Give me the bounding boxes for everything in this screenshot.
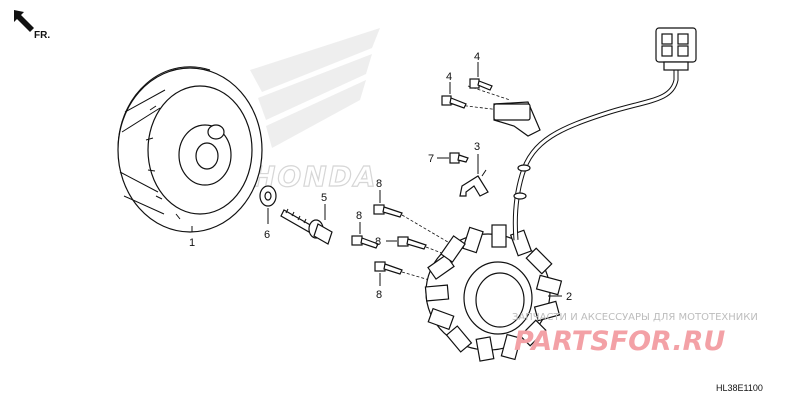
watermark-site-logo: PARTSFOR.RU [514,326,725,357]
washer [259,185,277,207]
stator-bolt-d [374,261,403,275]
stator-bolt-a [373,204,403,218]
bolt-lower [441,95,467,109]
wire-bracket [459,169,489,197]
honda-wing-watermark [250,28,380,148]
watermark-caption: ЗАПЧАСТИ И АКСЕССУАРЫ ДЛЯ МОТОТЕХНИКИ [512,312,758,323]
wiring-harness [512,64,679,241]
stator-bolt-b [351,235,379,249]
flange-bolt [280,208,333,245]
front-direction-label: FR. [34,30,50,41]
callout-3: 3 [474,141,480,153]
callout-8b: 8 [356,210,362,222]
small-bolt [449,152,469,164]
callout-6: 6 [264,229,270,241]
callout-8c: 8 [375,236,381,248]
front-direction-arrow: FR. [14,10,50,41]
callout-4b: 4 [446,71,452,83]
callout-4a: 4 [474,51,480,63]
pulse-sensor [493,101,541,137]
callout-2: 2 [566,291,572,303]
wire-connector [655,27,697,71]
stator-bolt-c [397,236,427,250]
callout-7: 7 [428,153,434,165]
drawing-code: HL38E1100 [716,383,763,393]
stator [424,224,563,362]
callout-8a: 8 [376,178,382,190]
bolt-upper [469,78,493,91]
callout-1: 1 [189,237,195,249]
callout-5: 5 [321,192,327,204]
flywheel [117,66,263,233]
callout-8d: 8 [376,289,382,301]
